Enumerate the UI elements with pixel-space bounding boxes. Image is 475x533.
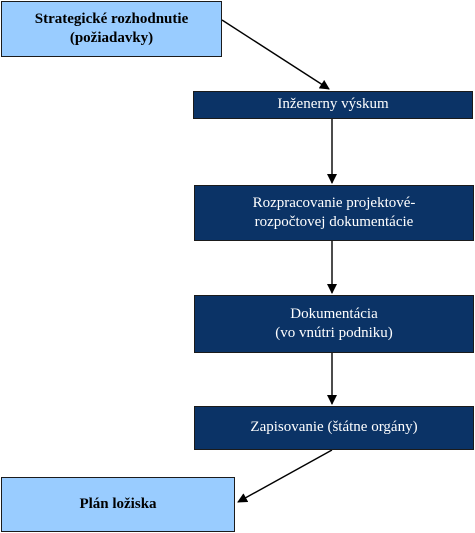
node-strategic-decision: Strategické rozhodnutie (požiadavky) — [1, 1, 222, 57]
node-engineering-research-label: Inženerny výskum — [277, 96, 389, 113]
arrow-registration-to-plan — [237, 449, 333, 503]
arrow-strategic-to-research — [221, 19, 330, 90]
node-state-registration: Zapisovanie (štátne orgány) — [194, 406, 474, 450]
node-deposit-plan: Plán ložiska — [1, 477, 235, 532]
node-deposit-plan-label: Plán ložiska — [79, 495, 157, 512]
node-internal-documentation: Dokumentácia (vo vnútri podniku) — [194, 295, 474, 353]
node-state-registration-label: Zapisovanie (štátne orgány) — [250, 419, 418, 436]
node-project-documentation-label: Rozpracovanie projektové- rozpočtovej do… — [252, 194, 416, 231]
node-strategic-decision-label: Strategické rozhodnutie (požiadavky) — [34, 10, 189, 47]
node-internal-documentation-label: Dokumentácia (vo vnútri podniku) — [275, 305, 393, 342]
node-engineering-research: Inženerny výskum — [193, 91, 473, 119]
node-project-documentation: Rozpracovanie projektové- rozpočtovej do… — [194, 185, 474, 241]
